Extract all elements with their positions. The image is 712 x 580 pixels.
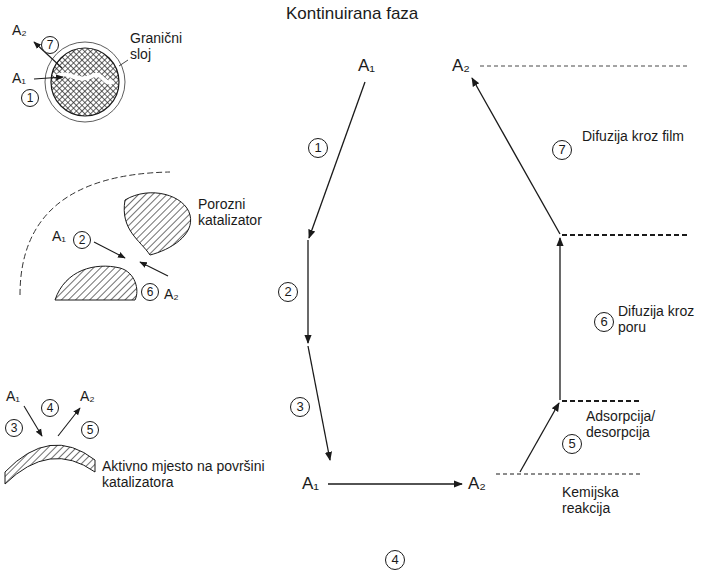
species-label: A₂ (80, 388, 95, 404)
step-label: Aktivno mjesto na površini katalizatora (102, 458, 267, 490)
callout-number: 4 (385, 550, 405, 570)
callout-number: 2 (278, 282, 298, 302)
species-label: A₁ (358, 56, 375, 76)
callout-number: 7 (552, 140, 572, 160)
step-label: Kontinuirana faza (286, 4, 418, 24)
active-site (5, 406, 95, 484)
step-label: Difuzija kroz poru (618, 303, 706, 335)
step-label: Adsorpcija/ desorpcija (586, 408, 696, 440)
callout-number: 1 (21, 89, 39, 107)
level-lines (480, 66, 690, 474)
step-label: Kemijska reakcija (562, 484, 652, 516)
species-label: A₁ (6, 388, 20, 404)
callout-number: 6 (594, 312, 614, 332)
step-path (308, 78, 560, 484)
species-label: A₂ (12, 22, 27, 38)
step-label: Porozni katalizator (198, 196, 288, 228)
callout-number: 6 (141, 283, 159, 301)
species-label: A₁ (302, 474, 319, 494)
species-label: A₂ (468, 474, 486, 494)
porous-catalyst (20, 172, 191, 300)
callout-number: 5 (562, 434, 582, 454)
species-label: A₂ (164, 286, 179, 302)
callout-number: 5 (81, 421, 99, 439)
catalyst-particle (34, 42, 128, 122)
callout-number: 7 (41, 36, 59, 54)
step-label: Difuzija kroz film (582, 128, 692, 144)
callout-number: 3 (5, 419, 23, 437)
species-label: A₂ (452, 56, 470, 76)
callout-number: 3 (290, 397, 310, 417)
species-label: A₁ (12, 70, 26, 86)
callout-number: 4 (41, 399, 59, 417)
step-label: Granični sloj (130, 30, 200, 62)
species-label: A₁ (52, 228, 66, 244)
callout-number: 2 (73, 231, 91, 249)
callout-number: 1 (308, 138, 328, 158)
